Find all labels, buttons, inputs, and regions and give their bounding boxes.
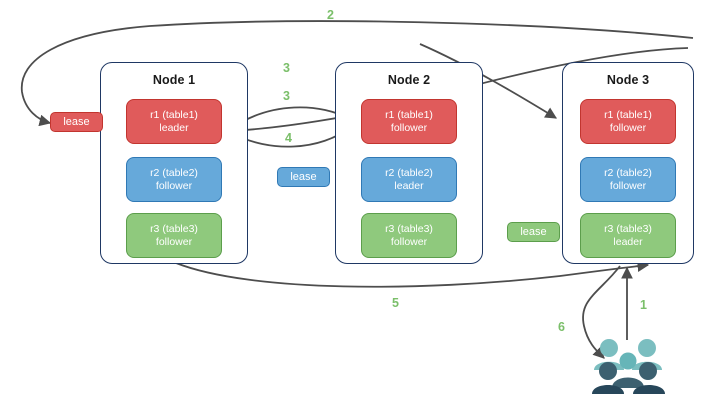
replica-role: leader: [613, 235, 643, 248]
arrow-into-node3-r1: [419, 43, 557, 119]
replica-name: r1 (table1): [150, 108, 198, 121]
replica-role: follower: [609, 179, 647, 192]
node-1-replica-r1[interactable]: r1 (table1) leader: [126, 99, 222, 144]
node-2-replica-r1[interactable]: r1 (table1) follower: [361, 99, 457, 144]
replica-name: r2 (table2): [385, 166, 433, 179]
node-2-replica-r2[interactable]: r2 (table2) leader: [361, 157, 457, 202]
step-label-5: 5: [392, 296, 399, 310]
replica-name: r2 (table2): [604, 166, 652, 179]
node-2-replica-r3[interactable]: r3 (table3) follower: [361, 213, 457, 258]
node-2-title: Node 2: [387, 73, 431, 87]
step-label-2: 2: [327, 8, 334, 22]
arrow-step-5: [175, 260, 650, 288]
step-label-4: 4: [285, 131, 292, 145]
people-group-icon: [592, 339, 665, 394]
step-label-3-upper: 3: [283, 61, 290, 75]
replica-name: r2 (table2): [150, 166, 198, 179]
node-3-replica-r3[interactable]: r3 (table3) leader: [580, 213, 676, 258]
lease-chip-blue[interactable]: lease: [277, 167, 330, 187]
replica-role: follower: [390, 121, 428, 134]
node-3-replica-r1[interactable]: r1 (table1) follower: [580, 99, 676, 144]
node-3-container[interactable]: Node 3 r1 (table1) follower r2 (table2) …: [562, 62, 694, 264]
node-1-container[interactable]: Node 1 r1 (table1) leader r2 (table2) fo…: [100, 62, 248, 264]
arrow-step-2: [20, 20, 694, 127]
step-label-1: 1: [640, 298, 647, 312]
replica-name: r3 (table3): [150, 222, 198, 235]
replica-role: follower: [155, 235, 193, 248]
lease-label: lease: [290, 171, 317, 183]
lease-chip-red[interactable]: lease: [50, 112, 103, 132]
replica-role: follower: [155, 179, 193, 192]
replica-role: follower: [390, 235, 428, 248]
replica-name: r1 (table1): [604, 108, 652, 121]
node-3-title: Node 3: [606, 73, 650, 87]
lease-label: lease: [520, 226, 547, 238]
step-label-3-lower: 3: [283, 89, 290, 103]
step-label-6: 6: [558, 320, 565, 334]
node-1-replica-r2[interactable]: r2 (table2) follower: [126, 157, 222, 202]
replica-role: leader: [159, 121, 189, 134]
node-1-title: Node 1: [152, 73, 196, 87]
node-3-replica-r2[interactable]: r2 (table2) follower: [580, 157, 676, 202]
arrow-step-6: [582, 265, 621, 359]
replica-role: follower: [609, 121, 647, 134]
replica-name: r3 (table3): [604, 222, 652, 235]
node-1-replica-r3[interactable]: r3 (table3) follower: [126, 213, 222, 258]
lease-label: lease: [63, 116, 90, 128]
lease-chip-green[interactable]: lease: [507, 222, 560, 242]
node-2-container[interactable]: Node 2 r1 (table1) follower r2 (table2) …: [335, 62, 483, 264]
replica-name: r1 (table1): [385, 108, 433, 121]
replica-role: leader: [394, 179, 424, 192]
replica-name: r3 (table3): [385, 222, 433, 235]
